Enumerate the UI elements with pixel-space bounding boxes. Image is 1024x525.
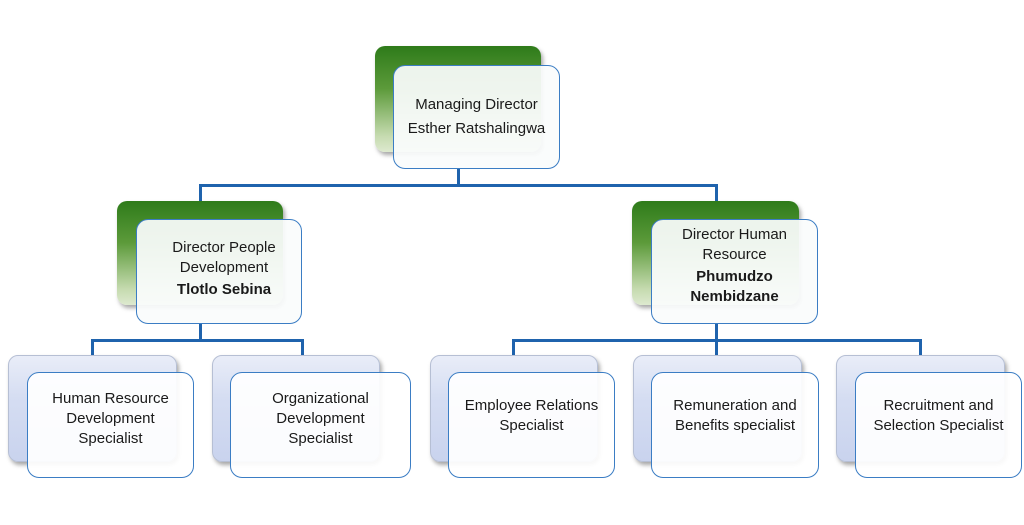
connector-to-rbs (715, 339, 718, 356)
connector-to-ods (301, 339, 304, 356)
node-title: Recruitment and Selection Specialist (873, 397, 1004, 434)
node-director-human-resource[interactable]: Director Human Resource Phumudzo Nembidz… (651, 219, 818, 324)
node-managing-director[interactable]: Managing Director Esther Ratshalingwa (393, 65, 560, 169)
connector-dhr-down (715, 324, 718, 341)
connector-level1-horizontal (199, 184, 718, 187)
node-title: Managing Director (415, 96, 538, 113)
node-title: Director Human Resource (681, 225, 788, 263)
node-organizational-development-specialist[interactable]: Organizational Development Specialist (230, 372, 411, 478)
node-hr-development-specialist[interactable]: Human Resource Development Specialist (27, 372, 194, 478)
node-recruitment-selection-specialist[interactable]: Recruitment and Selection Specialist (855, 372, 1022, 478)
connector-dpd-down (199, 324, 202, 341)
connector-to-dpd (199, 184, 202, 202)
connector-md-down (457, 169, 460, 187)
node-title: Director People Development (172, 238, 276, 276)
node-remuneration-benefits-specialist[interactable]: Remuneration and Benefits specialist (651, 372, 819, 478)
connector-to-hrds (91, 339, 94, 356)
connector-to-rss (919, 339, 922, 356)
connector-to-ers (512, 339, 515, 356)
node-title: Organizational Development Specialist (272, 390, 369, 447)
connector-dpd-horizontal (91, 339, 304, 342)
connector-to-dhr (715, 184, 718, 202)
node-title: Employee Relations Specialist (464, 397, 599, 434)
node-name: Tlotlo Sebina (176, 280, 272, 298)
node-director-people-development[interactable]: Director People Development Tlotlo Sebin… (136, 219, 302, 324)
node-title: Human Resource Development Specialist (52, 390, 169, 447)
node-title: Remuneration and Benefits specialist (673, 397, 797, 434)
node-name: Phumudzo Nembidzane (690, 267, 779, 305)
node-employee-relations-specialist[interactable]: Employee Relations Specialist (448, 372, 615, 478)
node-name: Esther Ratshalingwa (407, 120, 546, 137)
